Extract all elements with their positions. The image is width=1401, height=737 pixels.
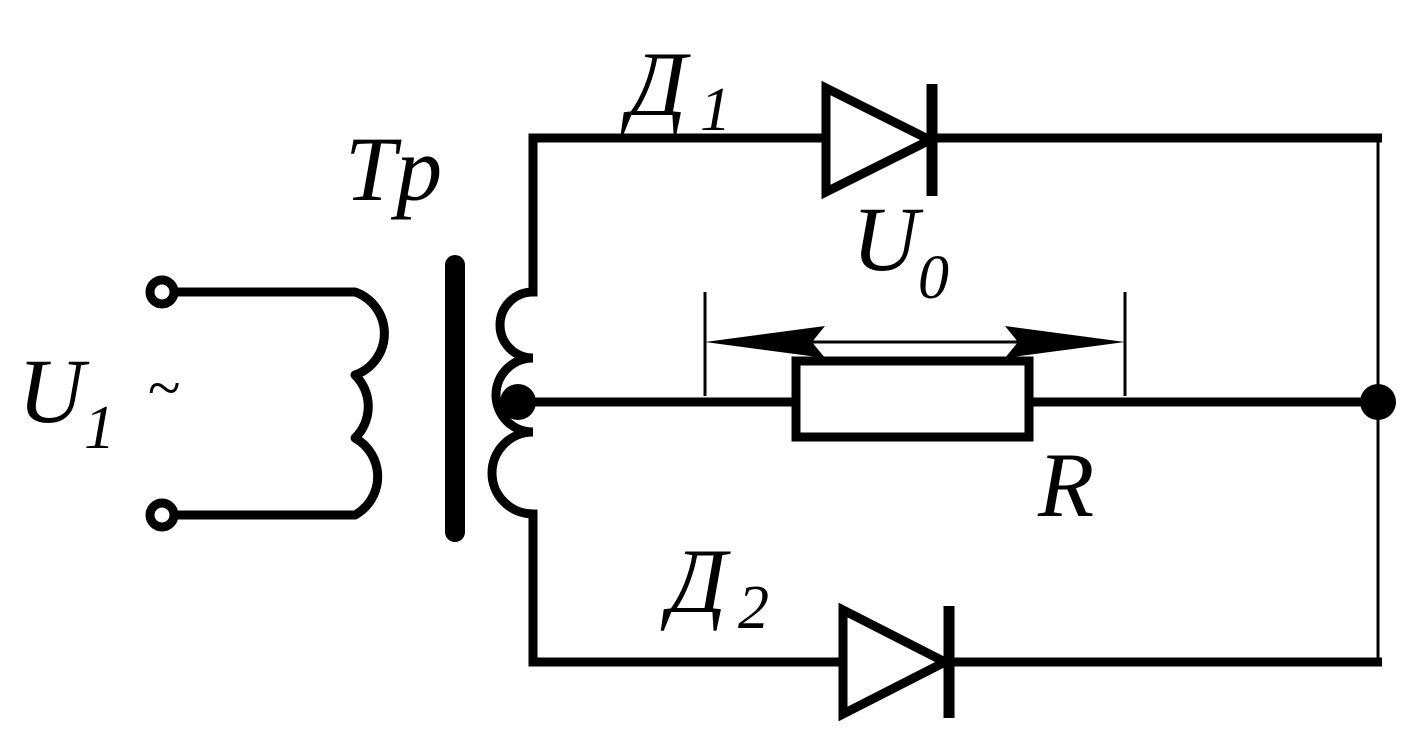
diode-1-label: Д xyxy=(620,33,691,135)
arrow-left xyxy=(705,326,825,358)
input-terminal-top xyxy=(145,275,179,309)
arrow-right xyxy=(1005,326,1125,358)
diode-2-subscript: 2 xyxy=(738,574,769,642)
diode-2-triangle xyxy=(838,602,955,722)
ac-symbol: ~ xyxy=(148,355,180,421)
input-voltage-subscript: 1 xyxy=(84,394,115,462)
diode-2-label: Д xyxy=(660,530,731,632)
resistor-body xyxy=(791,356,1034,442)
input-terminal-bottom xyxy=(145,498,179,532)
output-voltage-indicator xyxy=(703,292,1127,396)
transformer-label: Tp xyxy=(345,118,442,220)
input-voltage-label: U xyxy=(18,340,90,442)
diode-1-subscript: 1 xyxy=(700,76,731,144)
diode-1 xyxy=(821,80,941,200)
diode-1-triangle xyxy=(821,80,941,200)
primary-winding xyxy=(174,287,389,520)
output-voltage-label: U xyxy=(852,188,924,290)
output-node xyxy=(1360,384,1396,420)
diode-2 xyxy=(838,602,955,722)
secondary-winding xyxy=(487,133,1382,667)
resistor-label: R xyxy=(1037,434,1094,536)
output-voltage-subscript: 0 xyxy=(918,244,949,312)
